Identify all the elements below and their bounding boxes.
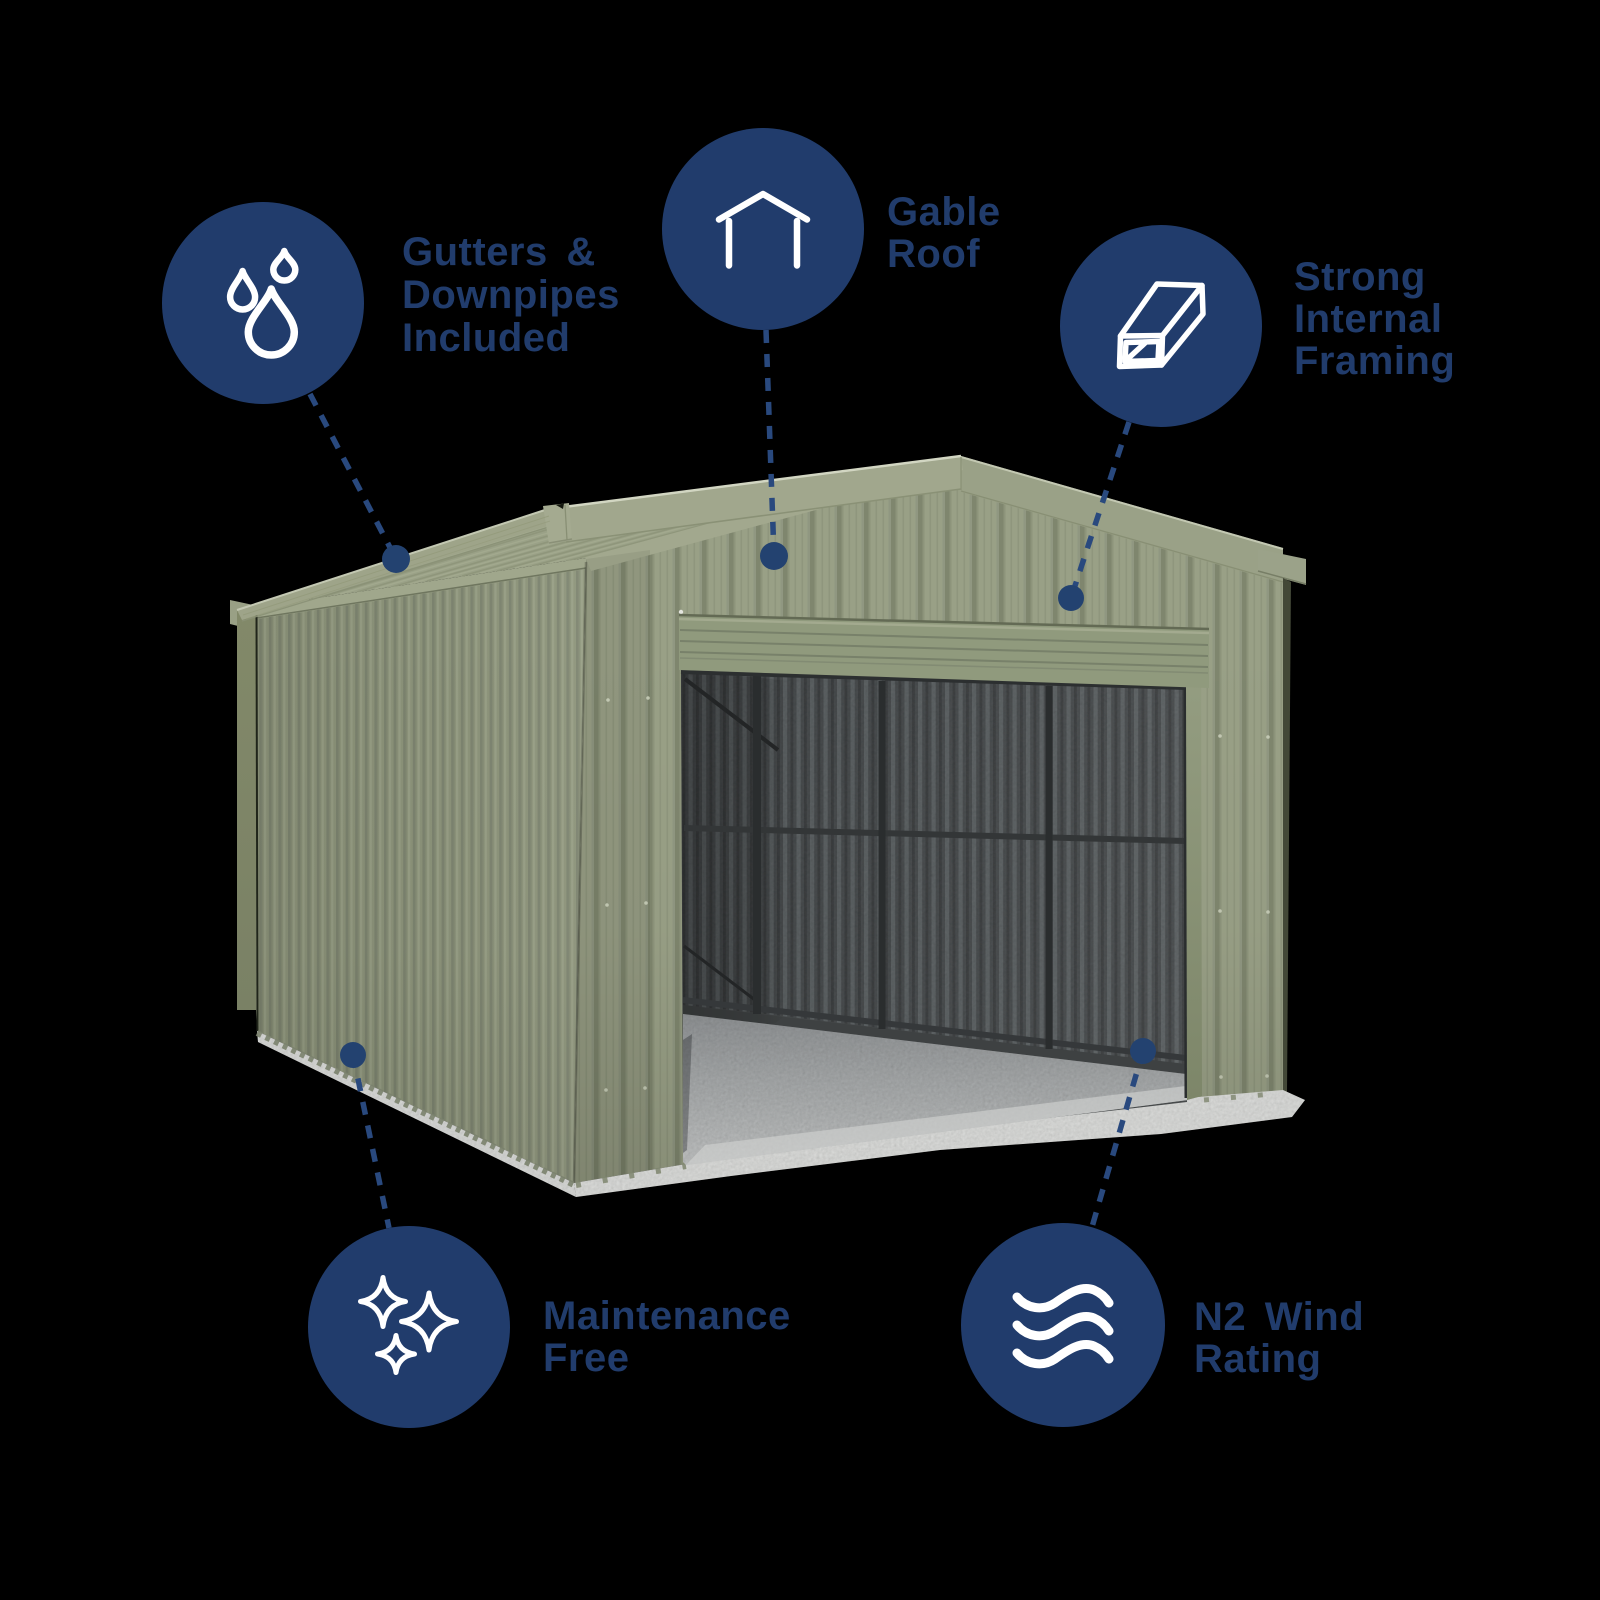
svg-text:Internal: Internal [1294,297,1442,341]
svg-text:N2 Wind: N2 Wind [1194,1295,1364,1339]
svg-text:Framing: Framing [1294,339,1455,383]
svg-text:Strong: Strong [1294,255,1426,299]
svg-text:Maintenance: Maintenance [543,1294,791,1338]
svg-text:Gutters &: Gutters & [402,230,596,274]
svg-text:Included: Included [402,316,570,360]
svg-text:Gable: Gable [887,190,1001,234]
svg-text:Downpipes: Downpipes [402,273,620,317]
svg-text:Free: Free [543,1336,630,1380]
svg-text:Roof: Roof [887,232,980,276]
svg-text:Rating: Rating [1194,1337,1321,1381]
